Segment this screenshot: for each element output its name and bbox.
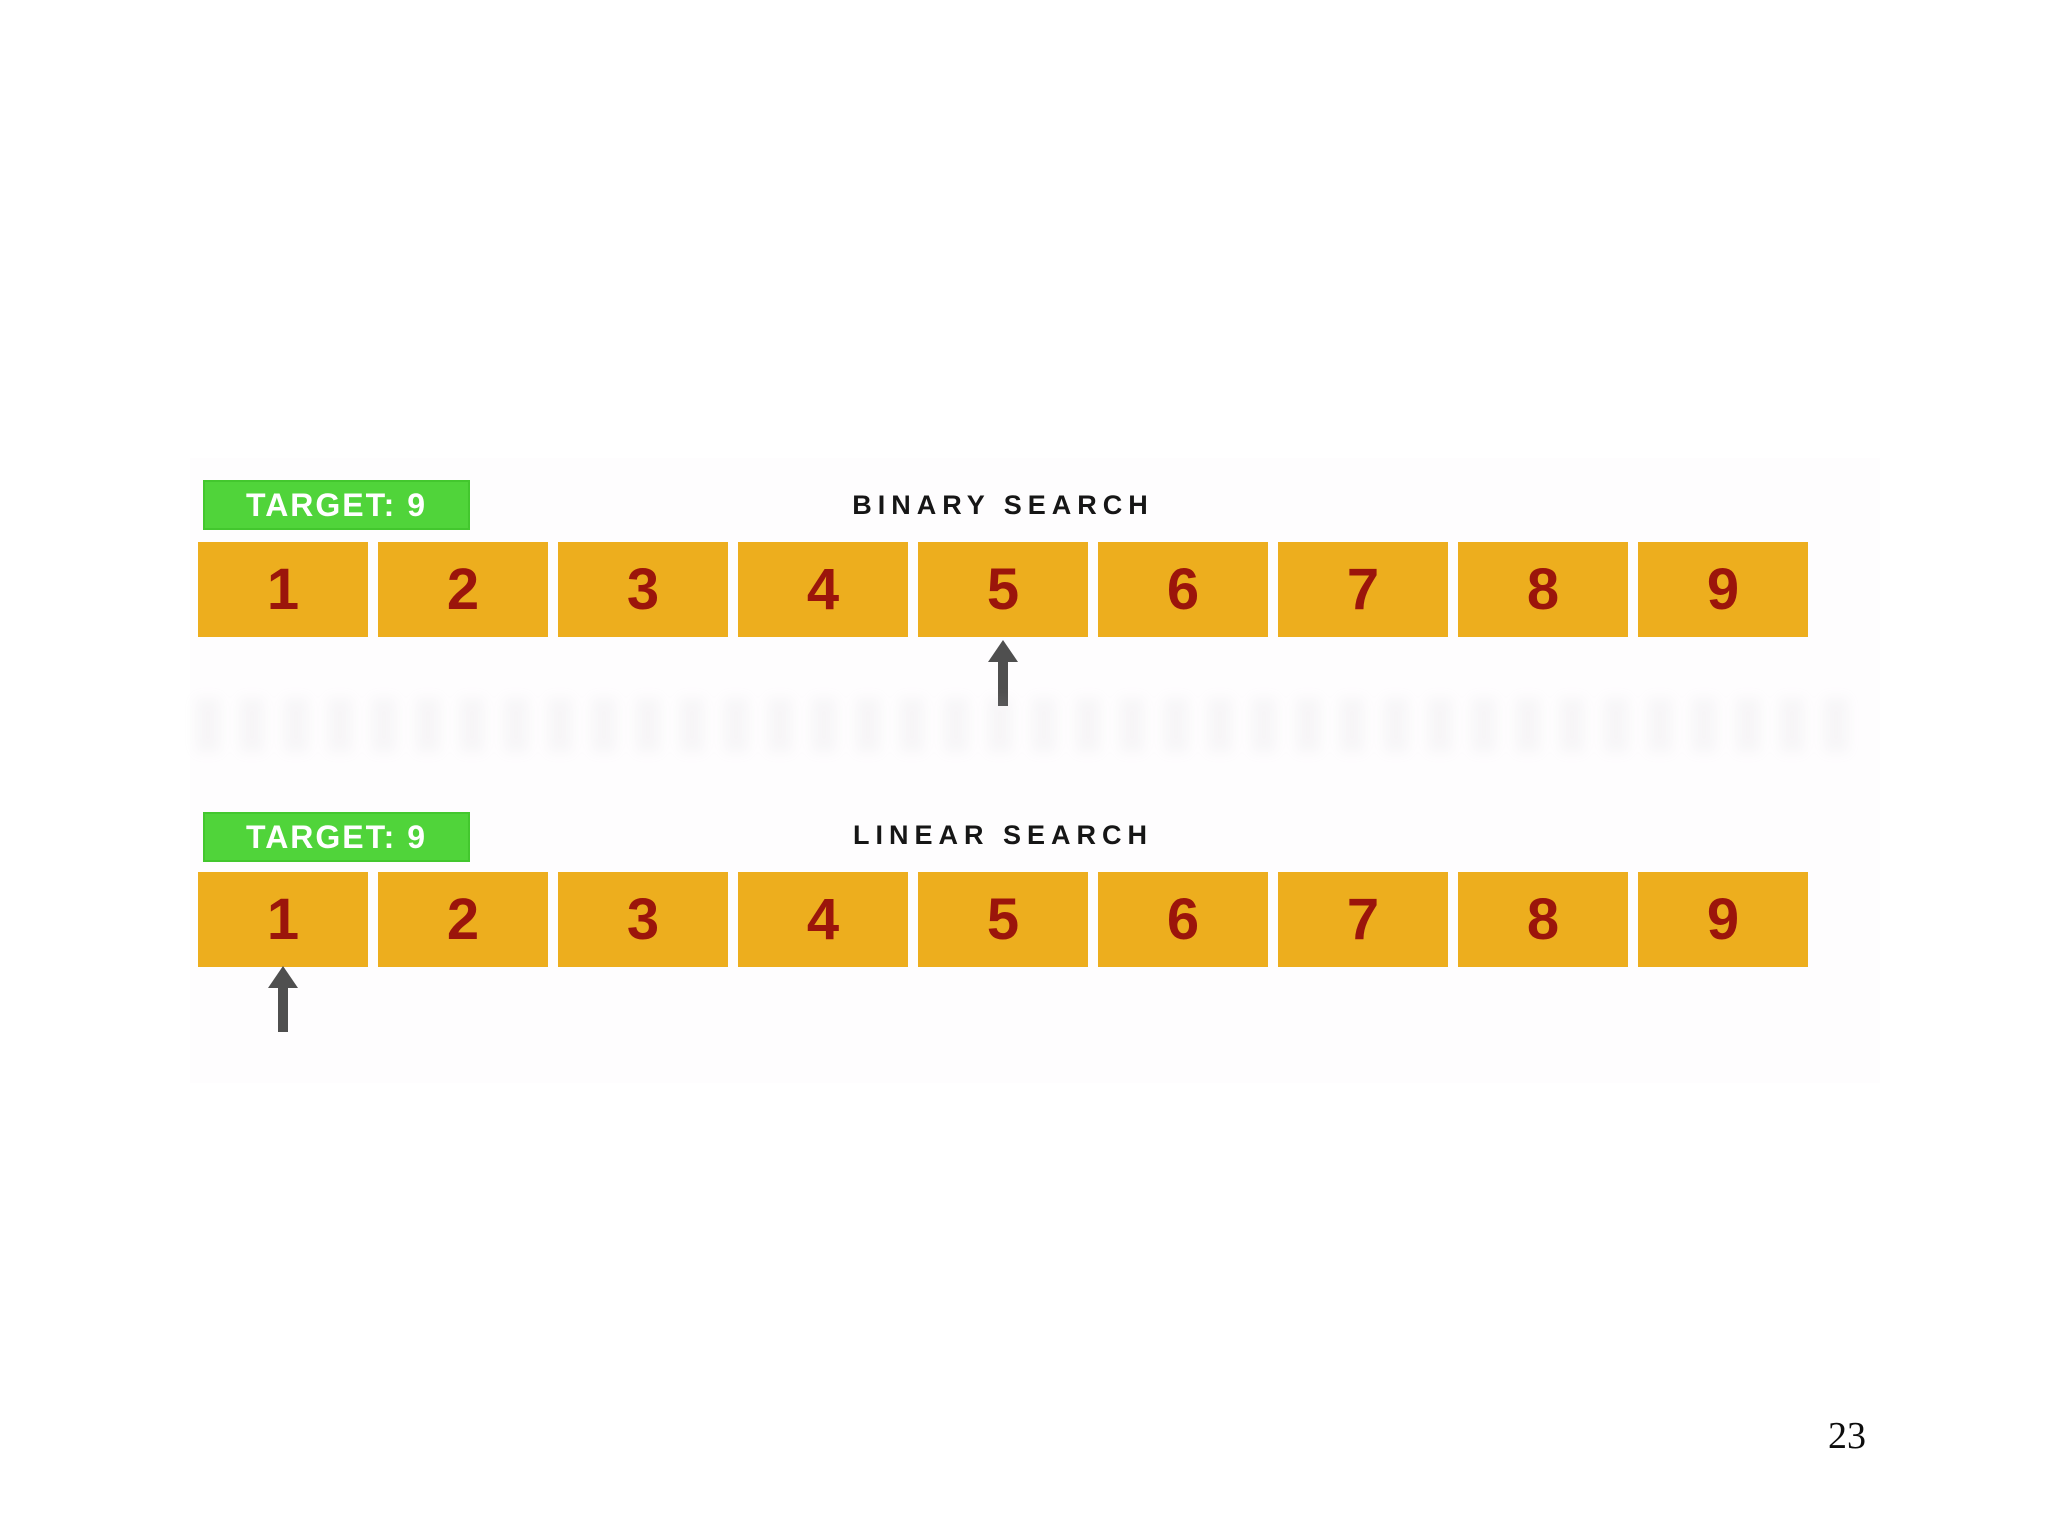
linear-array-row: 1 2 3 4 5 6 7 8 9 [198,872,1808,967]
binary-array-cell-2: 2 [378,542,548,637]
arrow-shaft [278,986,288,1032]
binary-array-cell-1: 1 [198,542,368,637]
binary-array-cell-5: 5 [918,542,1088,637]
arrow-head [268,966,298,988]
binary-target-badge: TARGET: 9 [203,480,470,530]
binary-array-cell-3: 3 [558,542,728,637]
binary-array-cell-8: 8 [1458,542,1628,637]
linear-array-cell-4: 4 [738,872,908,967]
linear-search-title: LINEAR SEARCH [852,820,1153,850]
binary-array-cell-4: 4 [738,542,908,637]
page-number: 23 [1828,1415,1866,1457]
linear-array-cell-3: 3 [558,872,728,967]
linear-array-cell-7: 7 [1278,872,1448,967]
linear-array-cell-9: 9 [1638,872,1808,967]
linear-array-cell-6: 6 [1098,872,1268,967]
linear-array-cell-8: 8 [1458,872,1628,967]
binary-search-title: BINARY SEARCH [852,490,1154,520]
linear-pointer-arrow-up-icon [268,966,298,1032]
binary-array-cell-9: 9 [1638,542,1808,637]
binary-array-cell-6: 6 [1098,542,1268,637]
linear-array-cell-1: 1 [198,872,368,967]
arrow-head [988,640,1018,662]
linear-array-cell-5: 5 [918,872,1088,967]
arrow-shaft [998,660,1008,706]
binary-array-cell-7: 7 [1278,542,1448,637]
linear-target-badge: TARGET: 9 [203,812,470,862]
binary-array-row: 1 2 3 4 5 6 7 8 9 [198,542,1808,637]
linear-array-cell-2: 2 [378,872,548,967]
binary-pointer-arrow-up-icon [988,640,1018,706]
ghost-artifact-band [196,698,1856,752]
